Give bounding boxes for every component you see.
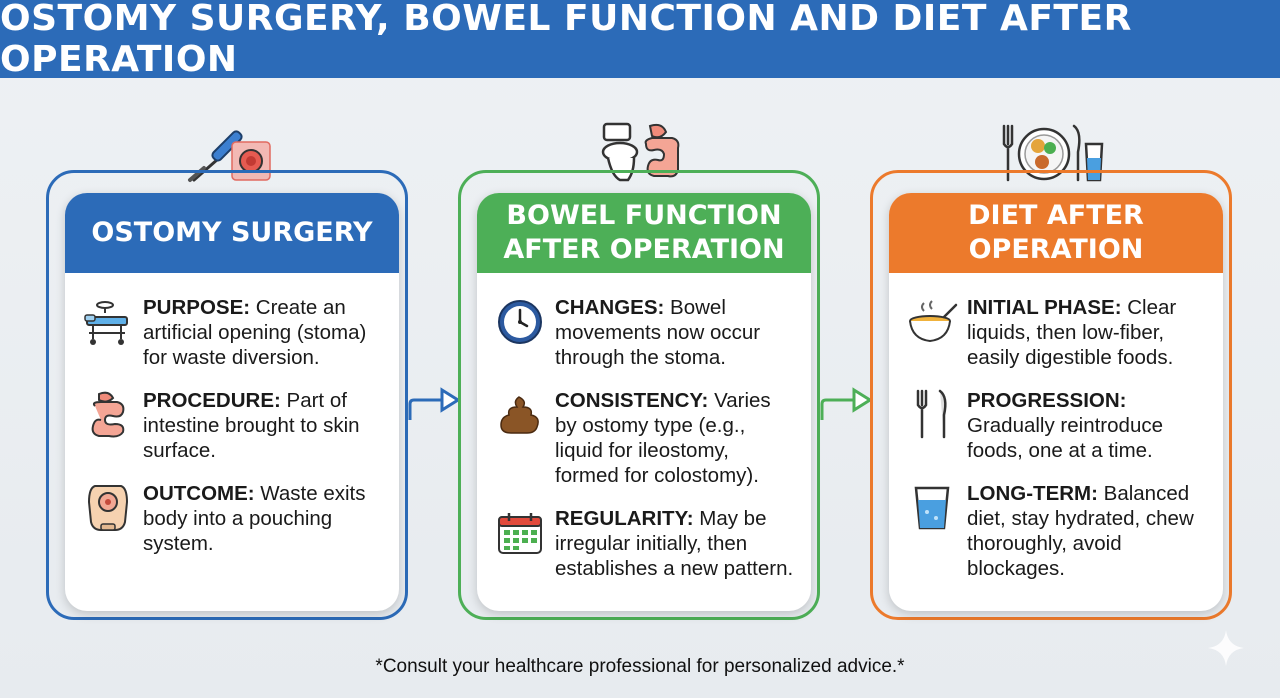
hospital-bed-icon: [81, 295, 135, 349]
list-item: CHANGES: Bowel movements now occur throu…: [493, 295, 797, 370]
item-label: CONSISTENCY:: [555, 389, 709, 412]
list-item: LONG-TERM: Balanced diet, stay hydrated,…: [905, 481, 1209, 581]
item-label: PURPOSE:: [143, 296, 251, 319]
sparkle-icon: [1208, 630, 1244, 666]
list-item: PROGRESSION: Gradually reintroduce foods…: [905, 388, 1209, 463]
item-text: Varies by ostomy type (e.g., liquid for …: [555, 389, 771, 487]
panel-card: BOWEL FUNCTION AFTER OPERATION CHANGES: …: [477, 193, 811, 611]
diet-panel: DIET AFTER OPERATION INITIAL PHASE: Clea…: [870, 170, 1232, 620]
arrow-right-icon: [820, 387, 873, 420]
panel-header: DIET AFTER OPERATION: [889, 193, 1223, 273]
item-text: Waste exits body into a pouching system.: [143, 482, 366, 555]
water-glass-icon: [905, 481, 959, 535]
panel-header: BOWEL FUNCTION AFTER OPERATION: [477, 193, 811, 273]
item-label: REGULARITY:: [555, 507, 694, 530]
panel-card: DIET AFTER OPERATION INITIAL PHASE: Clea…: [889, 193, 1223, 611]
panel-header: OSTOMY SURGERY: [65, 193, 399, 273]
title-banner: OSTOMY SURGERY, BOWEL FUNCTION AND DIET …: [0, 0, 1280, 80]
item-label: LONG-TERM:: [967, 482, 1098, 505]
item-text: Clear liquids, then low-fiber, easily di…: [967, 296, 1177, 369]
item-text: Create an artificial opening (stoma) for…: [143, 296, 367, 369]
item-text: Part of intestine brought to skin surfac…: [143, 389, 360, 462]
list-item: PURPOSE: Create an artificial opening (s…: [81, 295, 385, 370]
ostomy-surgery-panel: OSTOMY SURGERY PURPOSE: Create an ar: [46, 170, 408, 620]
bowel-function-panel: BOWEL FUNCTION AFTER OPERATION CHANGES: …: [458, 170, 820, 620]
item-label: OUTCOME:: [143, 482, 255, 505]
list-item: REGULARITY: May be irregular initially, …: [493, 506, 797, 581]
item-text: Bowel movements now occur through the st…: [555, 296, 761, 369]
list-item: PROCEDURE: Part of intestine brought to …: [81, 388, 385, 463]
toilet-intestine-icon: [601, 122, 680, 182]
footnote: *Consult your healthcare professional fo…: [375, 656, 905, 677]
list-item: CONSISTENCY: Varies by ostomy type (e.g.…: [493, 388, 797, 488]
item-label: PROCEDURE:: [143, 389, 281, 412]
item-text: May be irregular initially, then establi…: [555, 507, 794, 580]
item-label: CHANGES:: [555, 296, 665, 319]
item-text: Gradually reintroduce foods, one at a ti…: [967, 414, 1163, 462]
calendar-icon: [493, 506, 547, 560]
arrow-right-icon: [408, 387, 461, 420]
panel-card: OSTOMY SURGERY PURPOSE: Create an ar: [65, 193, 399, 611]
fork-knife-icon: [905, 388, 959, 442]
ostomy-pouch-icon: [81, 481, 135, 535]
clock-icon: [493, 295, 547, 349]
item-text: Balanced diet, stay hydrated, chew thoro…: [967, 482, 1194, 580]
page-title: OSTOMY SURGERY, BOWEL FUNCTION AND DIET …: [0, 0, 1132, 80]
soup-bowl-icon: [905, 295, 959, 349]
list-item: OUTCOME: Waste exits body into a pouchin…: [81, 481, 385, 556]
stool-icon: [493, 388, 547, 442]
list-item: INITIAL PHASE: Clear liquids, then low-f…: [905, 295, 1209, 370]
intestine-icon: [81, 388, 135, 442]
item-label: PROGRESSION:: [967, 389, 1127, 412]
item-label: INITIAL PHASE:: [967, 296, 1122, 319]
